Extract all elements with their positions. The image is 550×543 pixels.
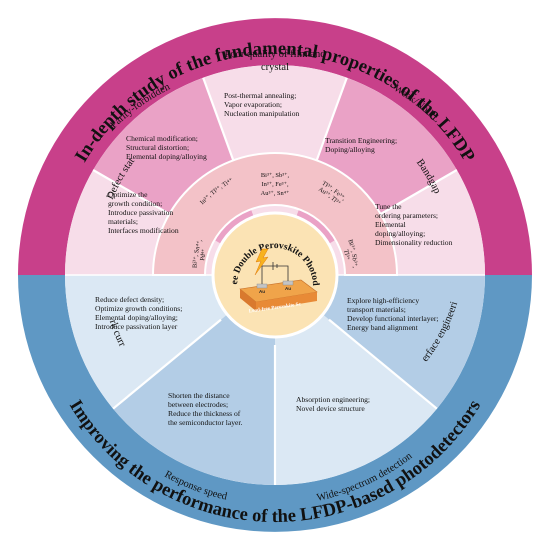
text-line: Optimize the (108, 190, 148, 199)
text-line: Interfaces modification (108, 226, 179, 235)
text-line: Transition Engineering; (325, 136, 397, 145)
electrode-label-right: Au (285, 286, 291, 291)
text-parity: Chemical modification; Structural distor… (126, 134, 207, 161)
lightning-icon (254, 248, 269, 276)
text-bandgap: Tune the ordering parameters; Elemental … (375, 202, 453, 247)
text-line: transport materials; (347, 305, 406, 314)
sector-pl (275, 77, 457, 275)
lower-sectors (65, 275, 485, 485)
text-defect: Optimize the growth condition; Introduce… (108, 190, 179, 235)
text-line: Shorten the distance (168, 391, 230, 400)
text-line: Structural distortion; (126, 143, 189, 152)
core-circle (211, 211, 339, 339)
text-dark-current: Reduce defect density; Optimize growth c… (95, 295, 182, 331)
text-line: Develop functional interlayer; (347, 314, 439, 323)
text-line: Energy band alignment (347, 323, 419, 332)
text-line: Explore high-efficiency (347, 296, 419, 305)
text-line: between electrodes; (168, 400, 228, 409)
text-response-speed: Shorten the distance between electrodes;… (168, 391, 243, 427)
svg-text:Tl³⁺: Tl³⁺ (342, 249, 351, 261)
text-line: Elemental doping/alloying; (95, 313, 178, 322)
ion-label-left-2: Pd⁴⁺ (199, 248, 208, 261)
ion-label-center-3: Au³⁺, Sn⁴⁺ (261, 190, 290, 197)
electrode-label-left: Au (259, 289, 265, 294)
text-line: Chemical modification; (126, 134, 198, 143)
text-line: Post-thermal annealing; (224, 91, 296, 100)
text-line: Nucleation manipulation (224, 109, 299, 118)
text-line: Elemental doping/alloying (126, 152, 207, 161)
ion-label-center-1: Bi³⁺, Sb³⁺, (261, 172, 290, 179)
sector-wide-spectrum (275, 275, 437, 485)
ion-ring (151, 152, 399, 276)
ion-ring-band (151, 152, 399, 276)
ion-label-right-2: Tl³⁺ (342, 249, 351, 261)
heading-film-2: crystal (261, 62, 289, 73)
heading-film-1: Poor quality of film and (225, 49, 327, 60)
text-line: growth condition; (108, 199, 162, 208)
text-line: Reduce the thickness of (168, 409, 241, 418)
text-line: Optimize growth conditions; (95, 304, 182, 313)
text-line: ordering parameters; (375, 211, 438, 220)
text-line: Introduce passivation (108, 208, 173, 217)
text-line: Doping/alloying (325, 145, 375, 154)
text-wide-spectrum: Absorption engineering; Novel device str… (296, 395, 370, 413)
text-line: Novel device structure (296, 404, 365, 413)
text-line: Absorption engineering; (296, 395, 370, 404)
sector-response-speed (113, 275, 275, 485)
text-line: Introduce passivation layer (95, 322, 178, 331)
text-line: doping/alloying; (375, 229, 425, 238)
text-interface: Explore high-efficiency transport materi… (347, 296, 439, 332)
text-line: Reduce defect density; (95, 295, 164, 304)
text-line: Dimensionality reduction (375, 238, 453, 247)
ion-label-center-2: In³⁺, Fe³⁺, (261, 181, 288, 188)
text-line: Vapor evaporation; (224, 100, 282, 109)
svg-text:Pd⁴⁺: Pd⁴⁺ (199, 248, 208, 261)
text-pl: Transition Engineering; Doping/alloying (325, 136, 397, 154)
text-film: Post-thermal annealing; Vapor evaporatio… (224, 91, 299, 118)
perovskite-chip-icon: Lead-free Perovskite Sc Au Au (239, 248, 318, 315)
sector-parity (93, 77, 275, 275)
text-line: Tune the (375, 202, 402, 211)
text-line: Elemental (375, 220, 406, 229)
text-line: materials; (108, 217, 138, 226)
text-line: the semiconductor layer. (168, 418, 243, 427)
